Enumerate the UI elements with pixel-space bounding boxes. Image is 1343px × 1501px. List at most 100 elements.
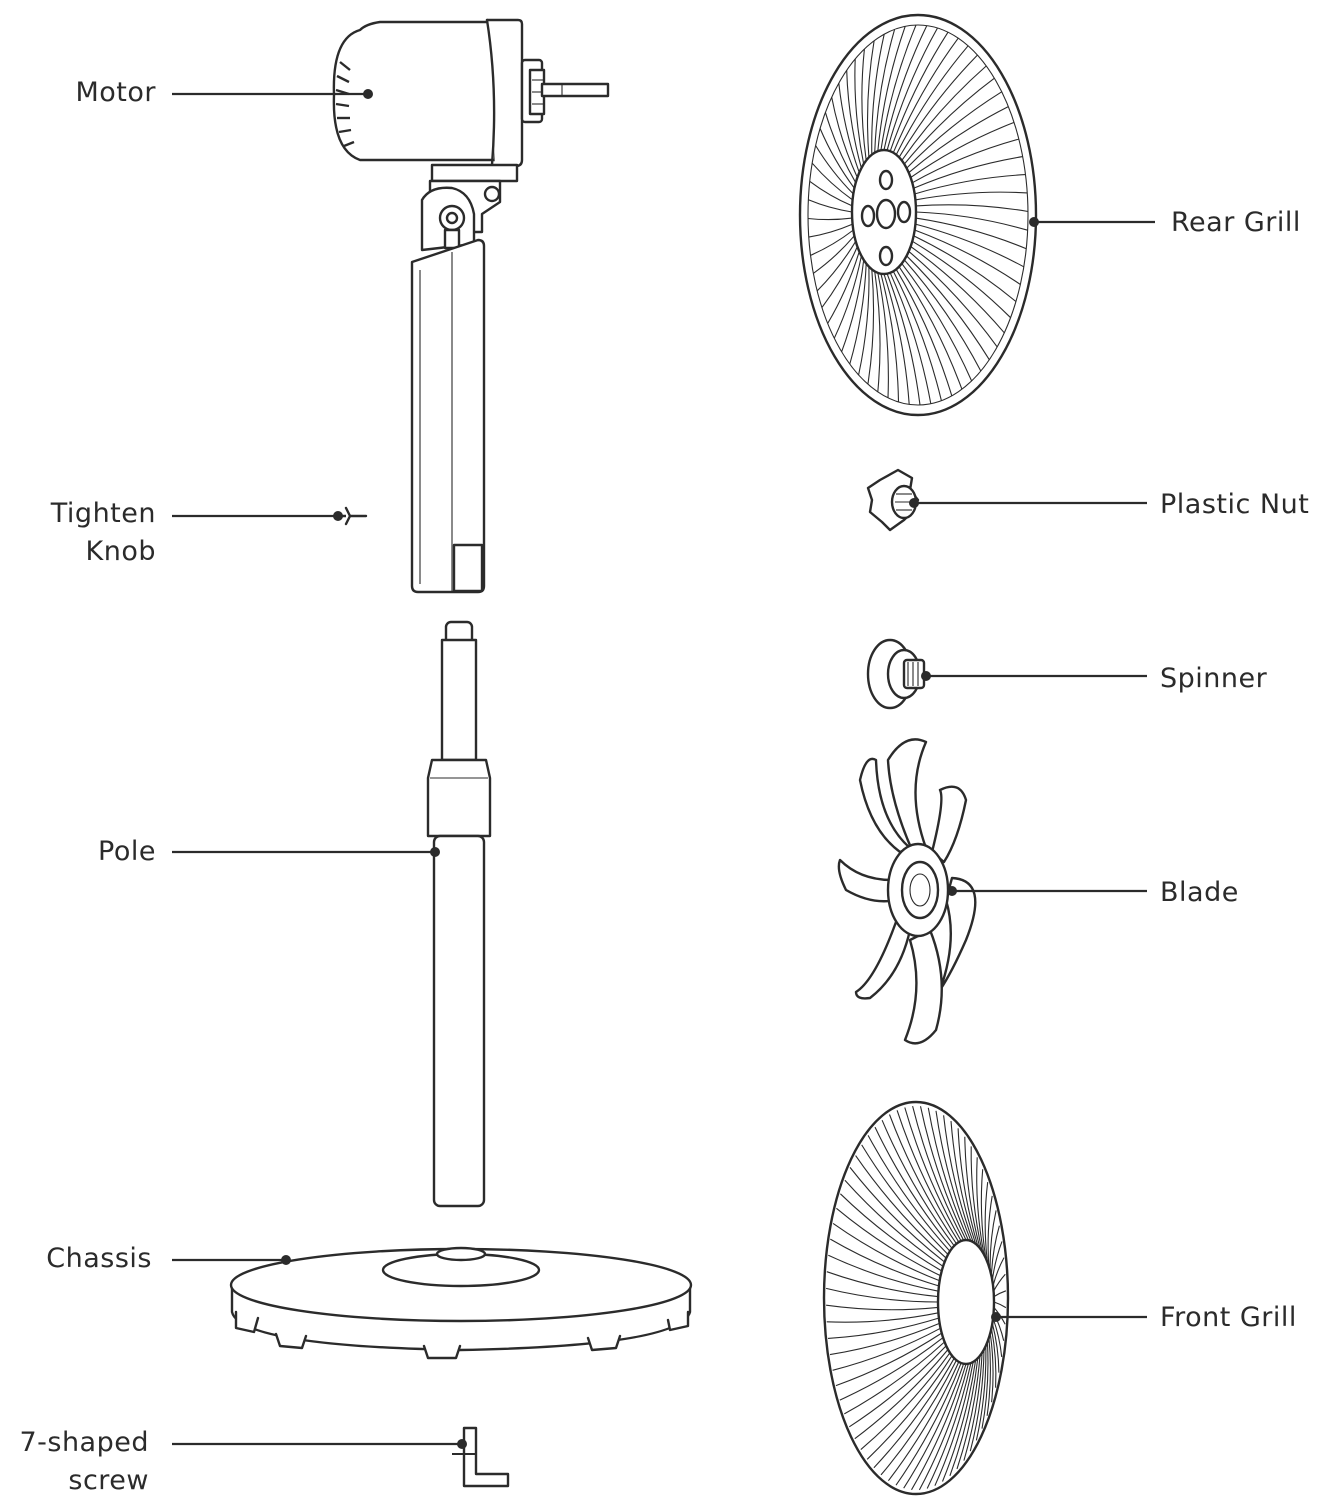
screw-label-line2: screw — [68, 1465, 149, 1496]
front-grill-part — [822, 1100, 1010, 1496]
grill-spoke — [914, 174, 1026, 195]
screw-label: 7-shaped screw — [19, 1424, 149, 1500]
spinner-label: Spinner — [1160, 663, 1268, 694]
grill-spoke — [877, 272, 889, 398]
grill-spoke — [871, 34, 885, 155]
grill-spoke — [874, 1126, 953, 1249]
grill-spoke — [866, 1355, 953, 1460]
pole-leader — [172, 847, 440, 857]
grill-spoke — [915, 217, 1027, 250]
grill-spoke — [840, 1193, 943, 1272]
grill-spoke — [827, 251, 860, 324]
grill-spoke — [844, 1179, 944, 1267]
grill-spoke — [830, 1238, 940, 1287]
plastic-nut-label: Plastic Nut — [1160, 489, 1310, 520]
grill-spoke — [898, 54, 978, 158]
grill-spoke — [892, 271, 942, 401]
grill-spoke — [826, 1304, 939, 1311]
grill-spoke — [895, 1362, 962, 1486]
grill-spoke — [833, 255, 862, 339]
chassis-label: Chassis — [46, 1243, 152, 1274]
spinner-leader — [921, 671, 1147, 681]
grill-spoke — [964, 1136, 981, 1249]
grill-spoke — [825, 1287, 939, 1303]
grill-spoke — [957, 1128, 979, 1246]
grill-spoke — [855, 1155, 947, 1259]
grill-spoke — [895, 45, 969, 155]
grill-spoke — [867, 1135, 951, 1252]
grill-spoke — [849, 263, 867, 365]
grill-spoke — [911, 240, 1011, 319]
grill-spoke — [903, 259, 982, 372]
grill-spoke — [808, 199, 853, 213]
rear-grill-part — [798, 13, 1038, 417]
tighten-knob-label-line2: Knob — [85, 536, 156, 567]
grill-spoke — [970, 1146, 983, 1252]
grill-spoke — [901, 263, 973, 382]
grill-spoke — [913, 156, 1023, 189]
grill-spoke — [986, 1337, 991, 1416]
grill-spoke — [854, 1349, 949, 1440]
grill-spoke — [841, 259, 865, 352]
grill-spoke — [984, 1182, 989, 1263]
grill-spoke — [886, 27, 938, 151]
front-grill-leader — [991, 1312, 1147, 1322]
tighten-knob-part — [338, 506, 368, 526]
grill-spoke — [838, 83, 860, 173]
grill-spoke — [914, 229, 1021, 285]
grill-spoke — [989, 1210, 997, 1272]
grill-spoke — [829, 1322, 940, 1356]
grill-spoke — [987, 1195, 993, 1267]
screw-leader — [172, 1439, 467, 1449]
grill-spoke — [889, 272, 932, 404]
motor-label: Motor — [75, 77, 156, 108]
grill-spoke — [827, 1317, 940, 1339]
grill-spoke — [910, 121, 1015, 179]
grill-spoke — [889, 31, 949, 152]
grill-spoke — [926, 1362, 972, 1489]
upper-body-part — [410, 238, 486, 594]
grill-spoke — [908, 250, 998, 348]
grill-spoke — [866, 40, 875, 158]
grill-spoke — [874, 29, 896, 153]
grill-spoke — [883, 273, 910, 405]
grill-spoke — [943, 1115, 974, 1243]
grill-spoke — [849, 1167, 945, 1263]
grill-spoke — [861, 1144, 949, 1255]
grill-spoke — [896, 1110, 960, 1243]
grill-spoke — [832, 1222, 940, 1282]
grill-spoke — [888, 1114, 957, 1245]
grill-spoke — [880, 273, 900, 403]
grill-spoke — [812, 235, 855, 274]
grill-spoke — [883, 25, 928, 151]
grill-spoke — [919, 1106, 967, 1241]
pole-part — [426, 620, 492, 1208]
grill-spoke — [821, 246, 858, 308]
grill-spoke — [816, 240, 857, 292]
grill-spoke — [844, 1341, 945, 1415]
grill-spoke — [915, 191, 1028, 201]
grill-spoke — [903, 77, 995, 165]
plastic-nut-part — [866, 468, 920, 532]
motor-leader — [172, 89, 373, 99]
grill-spoke — [895, 269, 953, 396]
motor-part — [332, 18, 610, 168]
rear-grill-label: Rear Grill — [1171, 207, 1301, 238]
tighten-knob-label-line1: Tighten — [50, 498, 156, 529]
grill-spoke — [913, 235, 1017, 302]
grill-spoke — [826, 1271, 939, 1298]
grill-spoke — [908, 106, 1009, 174]
plastic-nut-leader — [909, 498, 1147, 508]
grill-spoke — [904, 1107, 962, 1242]
grill-spoke — [808, 223, 853, 238]
grill-spoke — [873, 1357, 955, 1469]
grill-spoke — [915, 204, 1029, 213]
grill-spoke — [887, 1361, 960, 1482]
grill-spoke — [861, 49, 867, 161]
grill-spoke — [949, 1358, 979, 1476]
grill-spoke — [819, 128, 855, 189]
grill-spoke — [877, 26, 906, 152]
chassis-leader — [172, 1255, 291, 1265]
grill-spoke — [911, 138, 1019, 184]
grill-spoke — [898, 266, 963, 390]
